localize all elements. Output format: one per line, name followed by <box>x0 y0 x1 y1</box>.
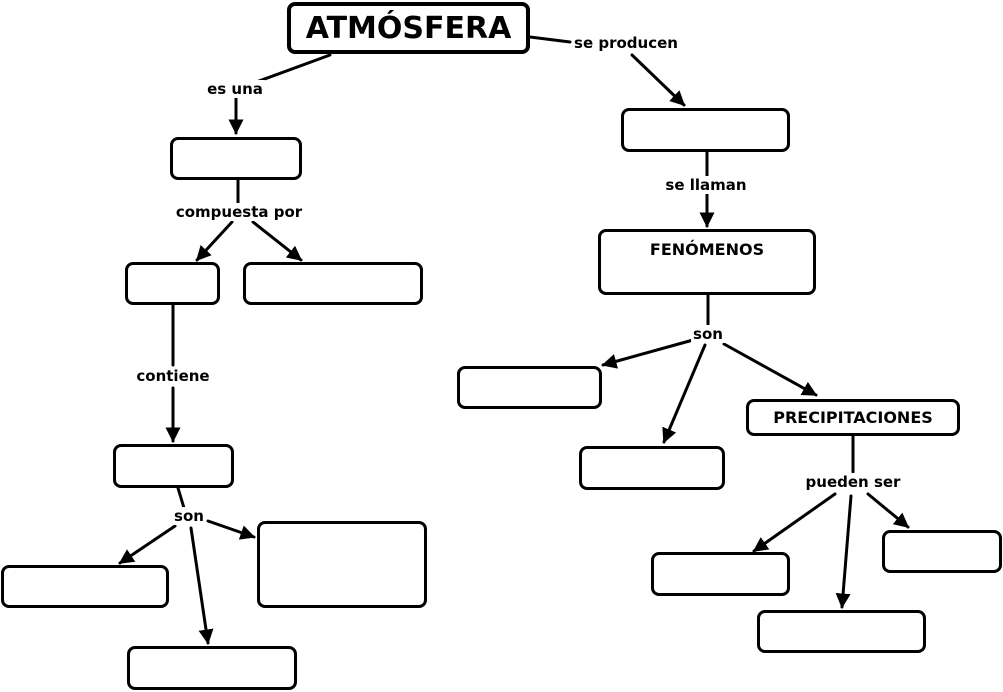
arrow-compuesta-left <box>195 220 234 262</box>
link-label-contiene: contiene <box>134 367 212 385</box>
link-label-se-llaman: se llaman <box>663 176 749 194</box>
arrow-pueden-right <box>866 492 910 529</box>
node-atmosfera: ATMÓSFERA <box>287 2 530 54</box>
node-empty-8 <box>127 646 297 690</box>
node-empty-7 <box>257 521 427 608</box>
arrow-fen-son-right <box>722 342 818 397</box>
link-label-es-una: es una <box>205 80 265 98</box>
arrow-son-left <box>118 524 177 565</box>
link-label-pueden-ser: pueden ser <box>803 473 903 491</box>
node-empty-12 <box>882 530 1002 573</box>
node-empty-13 <box>757 610 926 653</box>
arrow-se-producen <box>630 53 686 107</box>
node-fenomenos: FENÓMENOS <box>598 229 816 295</box>
node-empty-6 <box>1 565 169 608</box>
arrow-fen-son-down <box>662 343 707 444</box>
link-label-compuesta-por: compuesta por <box>173 203 305 221</box>
node-empty-3 <box>125 262 220 305</box>
link-label-son-fenomenos: son <box>691 325 725 343</box>
node-empty-4 <box>243 262 423 305</box>
node-empty-11 <box>651 552 790 596</box>
node-precipitaciones: PRECIPITACIONES <box>746 399 960 436</box>
link-label-son-left: son <box>172 507 206 525</box>
node-empty-2 <box>621 108 790 152</box>
node-empty-5 <box>113 444 234 488</box>
node-empty-10 <box>579 446 725 490</box>
arrow-fen-son-left <box>601 338 695 369</box>
arrow-pueden-down <box>835 494 853 609</box>
node-empty-9 <box>457 366 602 409</box>
arrow-son-right <box>206 519 256 540</box>
arrow-compuesta-right <box>251 220 303 262</box>
link-root-se-producen <box>528 35 572 44</box>
arrow-son-down <box>189 526 214 645</box>
link-box5-son <box>176 486 186 510</box>
link-label-se-producen: se producen <box>572 34 680 52</box>
node-empty-1 <box>170 137 302 180</box>
arrow-pueden-left <box>752 492 837 553</box>
